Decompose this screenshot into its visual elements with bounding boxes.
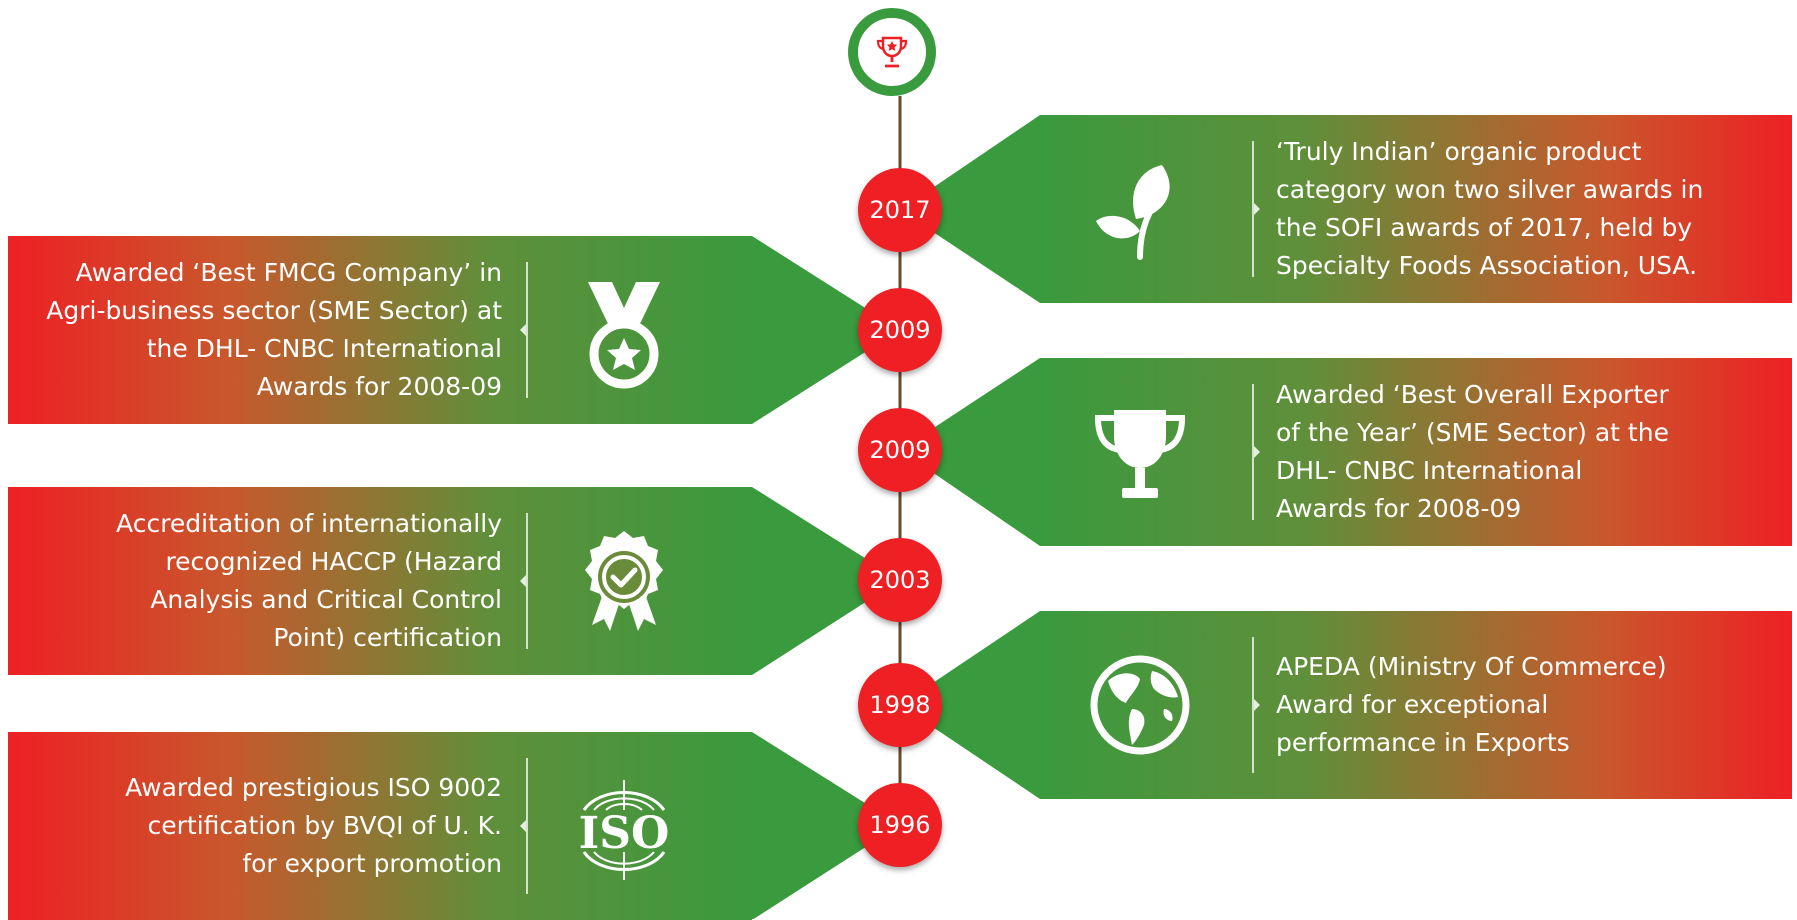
milestone-description: ‘Truly Indian’ organic product category w…	[1276, 133, 1776, 285]
description-line: APEDA (Ministry Of Commerce)	[1276, 652, 1667, 681]
trophy-icon	[1094, 410, 1186, 498]
year-marker: 2009	[858, 288, 942, 372]
connector-wedge	[900, 115, 1040, 303]
description-line: Awarded ‘Best Overall Exporter	[1276, 380, 1669, 409]
description-line: Awarded prestigious ISO 9002	[125, 773, 502, 802]
milestone-card: Awarded ‘Best Overall Exporter of the Yea…	[1040, 358, 1792, 546]
year-marker: 1998	[858, 663, 942, 747]
milestone-card: ‘Truly Indian’ organic product category w…	[1040, 115, 1792, 303]
milestone-card: ISO Awarded prestigious ISO 9002 certifica…	[8, 732, 752, 920]
year-marker: 2003	[858, 538, 942, 622]
milestone-description: Awarded prestigious ISO 9002 certificatio…	[22, 769, 502, 883]
leaf-plant-icon	[1096, 165, 1170, 260]
milestone-description: Accreditation of internationally recogniz…	[22, 505, 502, 657]
year-marker: 2009	[858, 408, 942, 492]
description-line: Awarded ‘Best FMCG Company’ in	[75, 258, 502, 287]
description-line: performance in Exports	[1276, 728, 1570, 757]
year-marker: 2017	[858, 168, 942, 252]
card-divider	[1252, 141, 1260, 277]
trophy-star-icon	[876, 36, 908, 68]
description-line: recognized HACCP (Hazard	[165, 547, 502, 576]
card-divider	[520, 513, 528, 649]
description-line: the SOFI awards of 2017, held by	[1276, 213, 1693, 242]
description-line: ‘Truly Indian’ organic product	[1276, 137, 1642, 166]
connector-wedge	[752, 732, 900, 919]
milestone-card: Accreditation of internationally recogniz…	[8, 487, 752, 675]
description-line: Awards for 2008-09	[256, 372, 502, 401]
description-line: Point) certification	[273, 623, 502, 652]
description-line: for export promotion	[242, 849, 502, 878]
milestone-description: APEDA (Ministry Of Commerce) Award for ex…	[1276, 648, 1776, 762]
connector-wedge	[752, 236, 900, 424]
description-line: Analysis and Critical Control	[150, 585, 502, 614]
globe-icon	[1090, 655, 1190, 755]
description-line: Specialty Foods Association, USA.	[1276, 251, 1698, 280]
milestone-card: Awarded ‘Best FMCG Company’ in Agri-busin…	[8, 236, 752, 424]
description-line: Accreditation of internationally	[116, 509, 502, 538]
card-divider	[520, 758, 528, 894]
connector-wedge	[900, 358, 1040, 546]
iso-logo-icon: ISO	[579, 780, 670, 880]
milestone-description: Awarded ‘Best Overall Exporter of the Yea…	[1276, 376, 1776, 528]
description-line: DHL- CNBC International	[1276, 456, 1583, 485]
connector-wedge	[752, 487, 900, 675]
milestone-description: Awarded ‘Best FMCG Company’ in Agri-busin…	[22, 254, 502, 406]
medal-icon	[588, 282, 660, 389]
milestone-card: APEDA (Ministry Of Commerce) Award for ex…	[1040, 611, 1792, 799]
description-line: Awards for 2008-09	[1276, 494, 1522, 523]
description-line: Agri-business sector (SME Sector) at	[46, 296, 502, 325]
description-line: Award for exceptional	[1276, 690, 1549, 719]
connector-wedge	[900, 611, 1040, 799]
card-divider	[520, 262, 528, 398]
certificate-badge-icon	[585, 531, 663, 631]
description-line: of the Year’ (SME Sector) at the	[1276, 418, 1669, 447]
svg-text:ISO: ISO	[579, 808, 670, 859]
description-line: category won two silver awards in	[1276, 175, 1704, 204]
description-line: certification by BVQI of U. K.	[147, 811, 502, 840]
card-divider	[1252, 384, 1260, 520]
card-divider	[1252, 637, 1260, 773]
top-trophy-badge	[848, 8, 936, 96]
description-line: the DHL- CNBC International	[146, 334, 502, 363]
year-marker: 1996	[858, 783, 942, 867]
